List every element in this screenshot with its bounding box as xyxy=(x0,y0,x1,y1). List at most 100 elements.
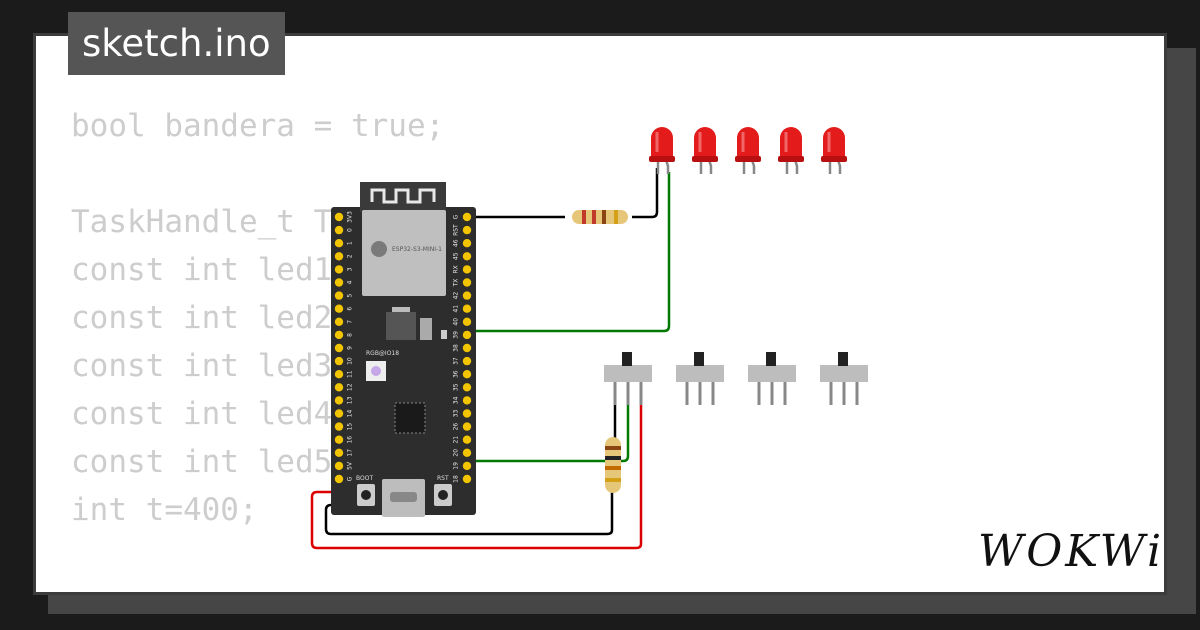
pin-label: 14 xyxy=(347,410,354,418)
pin-RST[interactable] xyxy=(462,225,472,235)
code-line: const int led2 xyxy=(71,300,333,336)
pin-5V[interactable] xyxy=(334,461,344,471)
code-line: const int led5 xyxy=(71,444,333,480)
wire-resistor-led xyxy=(632,168,659,219)
pin-2[interactable] xyxy=(334,252,344,261)
code-line: const int led1 xyxy=(71,252,333,288)
pin-label: 40 xyxy=(453,318,460,326)
pin-35[interactable] xyxy=(462,383,472,392)
pin-label: RX xyxy=(453,265,460,273)
pin-label: 26 xyxy=(453,423,460,431)
led-3[interactable] xyxy=(735,127,761,174)
wire-led-gpio40 xyxy=(462,172,671,333)
pin-15[interactable] xyxy=(334,422,344,431)
pin-label: 0 xyxy=(347,228,354,232)
pin-label: 45 xyxy=(453,252,460,260)
pin-label: 3V3 xyxy=(347,211,354,223)
pin-label: 9 xyxy=(347,346,354,350)
led-2[interactable] xyxy=(692,127,718,174)
pin-16[interactable] xyxy=(334,435,344,444)
pin-label: 8 xyxy=(347,333,354,337)
pin-label: 46 xyxy=(453,239,460,247)
pin-13[interactable] xyxy=(334,396,344,405)
pin-14[interactable] xyxy=(334,409,344,418)
pin-label: 34 xyxy=(453,396,460,404)
pin-19[interactable] xyxy=(462,461,472,471)
pin-5[interactable] xyxy=(334,291,344,300)
pin-46[interactable] xyxy=(462,239,472,248)
pin-21[interactable] xyxy=(462,435,472,444)
slide-switch-1[interactable] xyxy=(604,352,652,405)
code-line: bool bandera = true; xyxy=(71,108,445,144)
pin-1[interactable] xyxy=(334,239,344,248)
resistor-led[interactable] xyxy=(572,210,628,224)
pin-4[interactable] xyxy=(334,278,344,287)
pin-10[interactable] xyxy=(334,356,344,366)
pin-40[interactable] xyxy=(462,317,472,326)
pin-label: 10 xyxy=(347,357,354,365)
pin-42[interactable] xyxy=(462,291,472,300)
slide-switch-4[interactable] xyxy=(820,352,868,405)
code-line: const int led3 xyxy=(71,348,333,384)
slide-switch-row xyxy=(604,352,868,405)
pin-33[interactable] xyxy=(462,409,472,418)
pin-label: TX xyxy=(453,279,460,288)
led-1[interactable] xyxy=(649,127,675,174)
file-name-tab[interactable]: sketch.ino xyxy=(68,12,285,75)
led-5[interactable] xyxy=(821,127,847,174)
pin-label: 35 xyxy=(453,383,460,391)
pin-G[interactable] xyxy=(462,212,472,222)
pin-label: 41 xyxy=(453,305,460,313)
boot-label: BOOT xyxy=(356,475,373,482)
pin-label: 15 xyxy=(347,423,354,431)
pin-8[interactable] xyxy=(334,330,344,340)
pin-26[interactable] xyxy=(462,422,472,431)
antenna xyxy=(360,182,446,212)
pin-41[interactable] xyxy=(462,304,472,313)
pin-label: G xyxy=(347,476,354,481)
pin-label: RST xyxy=(453,224,460,236)
pin-G[interactable] xyxy=(334,474,344,484)
pin-36[interactable] xyxy=(462,370,472,379)
pin-6[interactable] xyxy=(334,304,344,313)
pin-12[interactable] xyxy=(334,383,344,392)
pin-11[interactable] xyxy=(334,370,344,379)
code-line: int t=400; xyxy=(71,492,258,528)
code-line: TaskHandle_t T xyxy=(71,204,333,240)
slide-switch-3[interactable] xyxy=(748,352,796,405)
pin-RX[interactable] xyxy=(462,265,472,274)
esp-module xyxy=(362,210,446,296)
wire-switch-gpio21 xyxy=(462,402,630,463)
pin-20[interactable] xyxy=(462,448,472,457)
pin-TX[interactable] xyxy=(462,278,472,287)
pin-3[interactable] xyxy=(334,265,344,274)
pin-label: 37 xyxy=(453,357,460,365)
pin-17[interactable] xyxy=(334,448,344,457)
module-label: ESP32-S3-MINI-1 xyxy=(392,246,442,253)
wires xyxy=(310,168,671,550)
pin-0[interactable] xyxy=(334,225,344,235)
pin-label: 19 xyxy=(453,462,460,470)
pin-label: G xyxy=(453,214,460,219)
esp32-s3-board[interactable]: ESP32-S3-MINI-1 RGB@IO18 BOOT RST 3V3012… xyxy=(331,182,476,517)
pin-label: 38 xyxy=(453,344,460,352)
pin-37[interactable] xyxy=(462,356,472,366)
code-line: void setup() { xyxy=(71,582,444,592)
rst-label: RST xyxy=(437,475,449,482)
slide-switch-2[interactable] xyxy=(676,352,724,405)
pin-9[interactable] xyxy=(334,343,344,353)
pin-39[interactable] xyxy=(462,330,472,340)
pin-7[interactable] xyxy=(334,317,344,326)
right-pin-header: GRST4645RXTX4241403938373635343326212019… xyxy=(453,212,472,484)
pin-label: 18 xyxy=(453,475,460,483)
resistor-pulldown[interactable] xyxy=(605,437,621,493)
pin-label: 3 xyxy=(347,267,354,271)
led-4[interactable] xyxy=(778,127,804,174)
pin-label: 17 xyxy=(347,449,354,457)
pin-45[interactable] xyxy=(462,252,472,261)
pin-label: 21 xyxy=(453,436,460,444)
pin-3V3[interactable] xyxy=(334,212,344,222)
pin-38[interactable] xyxy=(462,343,472,353)
pin-34[interactable] xyxy=(462,396,472,405)
pin-18[interactable] xyxy=(462,474,472,484)
